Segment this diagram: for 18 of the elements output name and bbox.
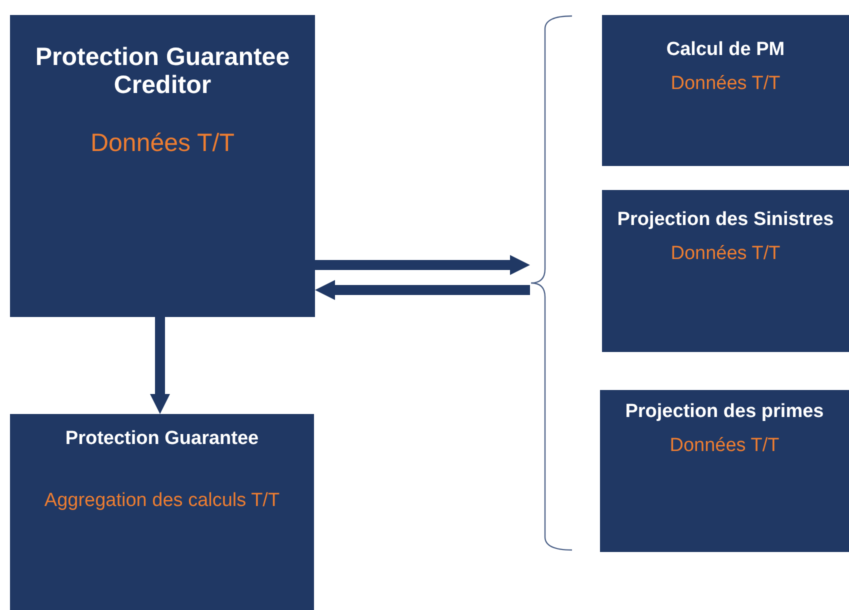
box-title: Projection des Sinistres	[617, 210, 834, 231]
process-box	[602, 190, 849, 352]
box-text: Données T/T	[670, 242, 780, 265]
box-text: Données T/T	[670, 434, 780, 457]
arrow	[150, 317, 170, 414]
process-box	[10, 15, 315, 317]
process-box	[600, 390, 849, 552]
box-text: Données T/T	[670, 72, 780, 95]
arrow	[315, 255, 530, 275]
box-title: Protection Guarantee Creditor	[34, 44, 291, 99]
box-title: Protection Guarantee	[65, 429, 259, 450]
box-text: Données T/T	[90, 129, 235, 158]
arrow	[315, 280, 530, 300]
process-box	[602, 15, 849, 166]
box-title: Calcul de PM	[666, 40, 785, 61]
process-box	[10, 414, 314, 610]
box-title: Projection des primes	[625, 402, 824, 423]
box-text: Aggregation des calculs T/T	[44, 490, 280, 512]
